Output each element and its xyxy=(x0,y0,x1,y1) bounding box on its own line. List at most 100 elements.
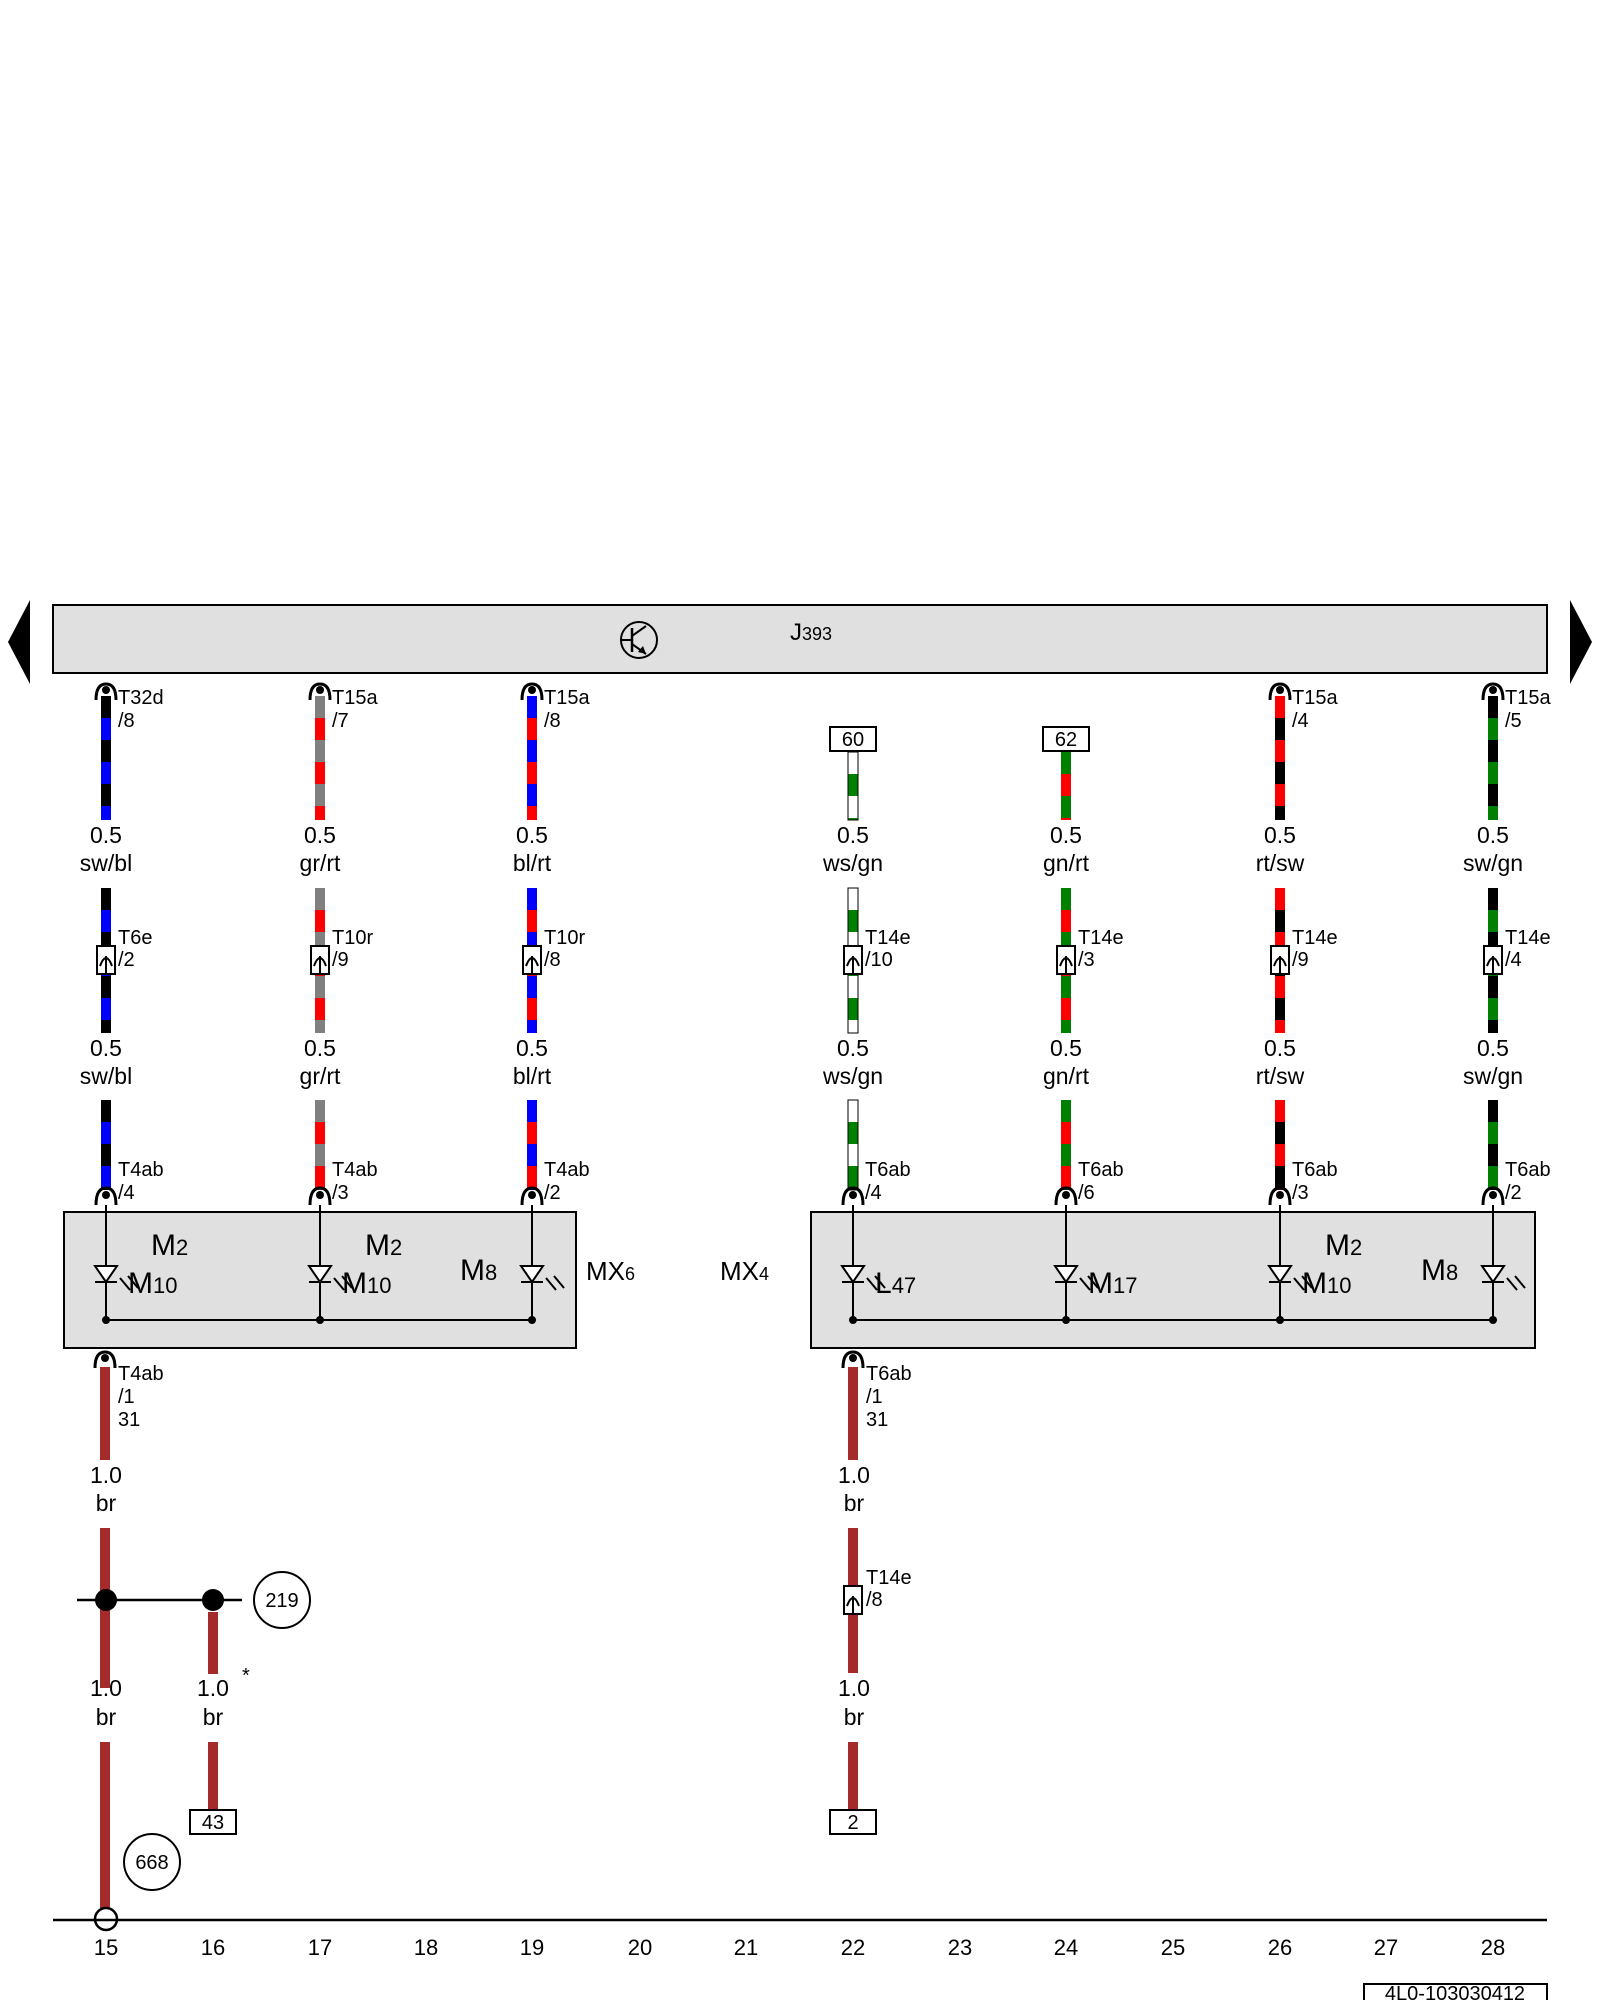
wire-gauge: 0.5 xyxy=(90,822,122,848)
column-number: 27 xyxy=(1374,1935,1398,1960)
inline-conn-name: T14e xyxy=(1505,927,1551,949)
connector-pin: /5 xyxy=(1505,710,1522,732)
column-number: 19 xyxy=(520,1935,544,1960)
inline-conn-pin: /8 xyxy=(544,949,561,971)
wire-gauge: 1.0 xyxy=(838,1675,870,1701)
ground-connector-right xyxy=(841,1350,865,1369)
wire-stripe xyxy=(1275,806,1285,820)
inline-connector-icon xyxy=(843,945,863,975)
wire-stripe xyxy=(527,1020,537,1033)
module-conn-name: T4ab xyxy=(544,1159,590,1181)
wire-gauge: 0.5 xyxy=(304,1035,336,1061)
wire-stripe xyxy=(315,718,325,740)
wire-stripe xyxy=(1061,1122,1071,1144)
wire-stripe xyxy=(1275,718,1285,740)
wire-stripe xyxy=(1488,762,1498,784)
wire-stripe xyxy=(1061,888,1071,910)
led-icon xyxy=(840,1265,866,1284)
next-page-arrow[interactable] xyxy=(1570,600,1592,684)
led-icon xyxy=(93,1265,119,1284)
wire-stripe xyxy=(101,910,111,932)
previous-page-arrow[interactable] xyxy=(8,600,30,684)
wire-gauge: 0.5 xyxy=(1264,1035,1296,1061)
wire-stripe xyxy=(315,1122,325,1144)
module-name-main: MX xyxy=(586,1256,625,1286)
wire-stripe xyxy=(315,696,325,718)
wire-stripe xyxy=(1061,796,1071,818)
connector-icon xyxy=(1268,682,1292,701)
wire-stripe xyxy=(315,932,325,954)
module-conn-pin: /2 xyxy=(544,1182,561,1204)
column-number: 22 xyxy=(841,1935,865,1960)
column-number: 18 xyxy=(414,1935,438,1960)
lamp-label: L47 xyxy=(875,1267,916,1300)
wire-stripe xyxy=(527,762,537,784)
module-conn-name: T6ab xyxy=(865,1159,911,1181)
lamp-top-sub: 2 xyxy=(390,1235,402,1260)
wire-color: ws/gn xyxy=(822,1063,883,1089)
control-unit-bar xyxy=(52,604,1548,674)
wire-stripe xyxy=(101,1166,111,1188)
connector-pin: /8 xyxy=(544,710,561,732)
drawing-id-label: 4L0-103030412 xyxy=(1385,1983,1525,2000)
led-icon xyxy=(1267,1265,1293,1284)
ground-connector-left xyxy=(93,1350,117,1369)
wire-stripe xyxy=(1061,998,1071,1020)
terminal-box xyxy=(189,1809,237,1835)
ground-wire-segment xyxy=(208,1612,218,1674)
splice-dot xyxy=(202,1589,224,1611)
module-conn-name: T6ab xyxy=(1505,1159,1551,1181)
inline-conn-name: T14e xyxy=(1292,927,1338,949)
wire-gauge: 0.5 xyxy=(516,1035,548,1061)
wire-color: gn/rt xyxy=(1043,1063,1090,1089)
control-unit-j393: J393 xyxy=(52,604,1548,674)
led-lamp: M8 xyxy=(1421,1205,1526,1324)
wire-stripe xyxy=(1061,1144,1071,1166)
wire-gauge: 0.5 xyxy=(1477,1035,1509,1061)
inline-connector-icon xyxy=(310,945,330,975)
connector-name: T15a xyxy=(544,687,590,709)
terminal-box xyxy=(1042,726,1090,752)
wire-stripe xyxy=(101,1020,111,1033)
wire-stripe xyxy=(315,740,325,762)
wire-stripe xyxy=(101,806,111,820)
terminal-label: 2 xyxy=(847,1812,858,1834)
ground-wire-segment xyxy=(100,1367,110,1460)
wire-stripe xyxy=(1275,762,1285,784)
connector-icon xyxy=(1481,682,1505,701)
inline-conn-pin: /9 xyxy=(1292,949,1309,971)
ground-pin-num-left: /1 xyxy=(118,1386,135,1408)
wire-stripe xyxy=(1061,774,1071,796)
wire-color: ws/gn xyxy=(822,850,883,876)
connector-pin: /7 xyxy=(332,710,349,732)
wire-stripe xyxy=(1488,740,1498,762)
wire-stripe xyxy=(848,976,858,998)
module-conn-pin: /6 xyxy=(1078,1182,1095,1204)
module-name-sub: 4 xyxy=(759,1264,769,1284)
lamp-top-main: M xyxy=(1325,1229,1350,1262)
wire-stripe xyxy=(1488,1100,1498,1122)
wire-stripe xyxy=(101,1122,111,1144)
connector-name: T32d xyxy=(118,687,164,709)
column-number: 21 xyxy=(734,1935,758,1960)
wire-color: br xyxy=(96,1490,117,1516)
inline-connector-icon xyxy=(843,1585,863,1615)
inline-conn-pin: /3 xyxy=(1078,949,1095,971)
module-conn-pin: /2 xyxy=(1505,1182,1522,1204)
connector-icon xyxy=(308,1186,332,1206)
wire-stripe xyxy=(848,818,858,820)
module-name-main: MX xyxy=(720,1256,759,1286)
wire-color: bl/rt xyxy=(513,1063,552,1089)
wire-stripe xyxy=(315,1100,325,1122)
inline-connector-icon xyxy=(96,945,116,975)
wire-stripe xyxy=(315,998,325,1020)
wire-stripe xyxy=(1488,932,1498,954)
wire-stripe xyxy=(1275,932,1285,954)
module-conn-pin: /3 xyxy=(332,1182,349,1204)
ground-wire-segment xyxy=(848,1367,858,1460)
ground-wire-segment xyxy=(208,1742,218,1810)
